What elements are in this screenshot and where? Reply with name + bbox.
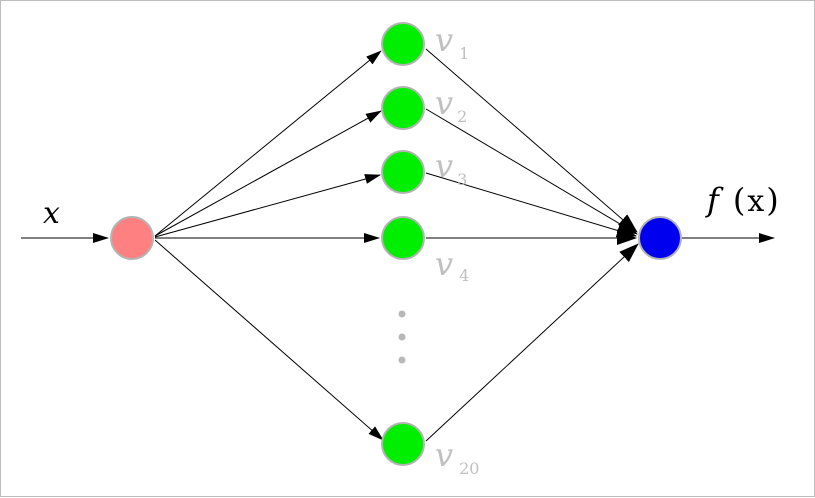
edge-input-v20 [154, 239, 384, 441]
edge-input-v1 [154, 50, 382, 237]
edge-v20-output [425, 243, 639, 442]
input-node [110, 216, 154, 260]
ellipsis-dot [398, 356, 406, 364]
hidden-to-output-edges [425, 48, 639, 442]
edge-input-v2 [154, 110, 382, 237]
output-node [638, 216, 682, 260]
hidden-node-v3 [381, 150, 425, 194]
hidden-node-v2 [381, 86, 425, 130]
edge-v3-output [425, 172, 637, 238]
input-label: x [43, 196, 60, 231]
hidden-node-v1 [381, 22, 425, 66]
output-label: f(x) [705, 181, 779, 219]
hidden-layer [381, 22, 425, 466]
vertical-ellipsis [398, 310, 406, 364]
hidden-node-v4 [381, 216, 425, 260]
hidden-node-v20 [381, 422, 425, 466]
input-to-hidden-edges [154, 50, 384, 441]
ellipsis-dot [398, 310, 406, 318]
edge-v2-output [425, 108, 638, 235]
ellipsis-dot [398, 333, 406, 341]
edge-v1-output [425, 48, 638, 233]
edge-input-v3 [154, 174, 381, 238]
